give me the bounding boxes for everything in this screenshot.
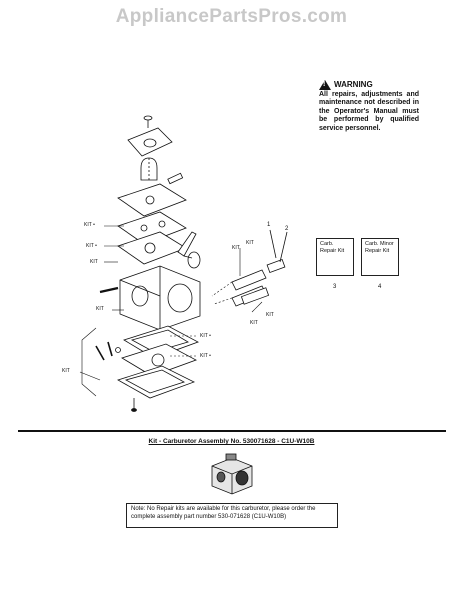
kit-box-number: 4	[378, 284, 382, 290]
carburetor-body-part	[119, 265, 201, 331]
part-label: KIT •	[86, 243, 97, 249]
diaphragm-part	[117, 231, 187, 265]
leader-lines	[79, 225, 263, 397]
needle-part	[99, 286, 119, 294]
part-label: KIT •	[84, 222, 95, 228]
warning-icon	[319, 80, 331, 90]
primer-bulb-part	[140, 157, 158, 181]
part-label: KIT	[90, 259, 98, 265]
metering-diaphragm-part	[121, 343, 197, 377]
carburetor-assembly-image	[211, 453, 253, 495]
adjusting-needle-part-2	[231, 231, 288, 307]
fitting-part	[167, 172, 184, 185]
part-label: KIT •	[200, 353, 211, 359]
part-label: KIT	[232, 245, 240, 251]
kit-box-label: Carb. Repair Kit	[320, 241, 345, 254]
warning-body: All repairs, adjustments and maintenance…	[319, 91, 419, 132]
part-label: KIT	[266, 312, 274, 318]
watermark-text: AppliancePartsPros.com	[115, 6, 348, 27]
callout-number: 1	[267, 222, 271, 228]
kit-box-minor-repair: Carb. Minor Repair Kit	[361, 238, 399, 276]
cover-plate-part	[127, 127, 173, 157]
warning-notice: WARNING All repairs, adjustments and mai…	[319, 80, 419, 133]
needle-valve-parts	[95, 341, 121, 361]
kit-box-number: 3	[333, 284, 337, 290]
section-divider	[18, 430, 446, 432]
callout-number: 2	[285, 226, 289, 232]
kit-box-repair: Carb. Repair Kit	[316, 238, 354, 276]
screw-part	[143, 115, 153, 128]
adjusting-needle-part-1	[231, 229, 286, 291]
gasket-part	[117, 211, 187, 245]
part-label: KIT	[96, 306, 104, 312]
part-label: KIT	[246, 240, 254, 246]
bottom-screw-part	[131, 398, 137, 412]
part-label: KIT	[62, 368, 70, 374]
warning-title: WARNING	[334, 79, 373, 89]
bottom-cover-part	[117, 365, 196, 399]
part-label: KIT •	[200, 333, 211, 339]
kit-title: Kit - Carburetor Assembly No. 530071628 …	[148, 438, 315, 445]
note-box: Note: No Repair kits are available for t…	[126, 503, 338, 528]
throttle-lever-part	[177, 231, 201, 269]
part-label: KIT	[250, 320, 258, 326]
kit-box-label: Carb. Minor Repair Kit	[365, 241, 394, 254]
pump-cover-part	[117, 183, 187, 217]
